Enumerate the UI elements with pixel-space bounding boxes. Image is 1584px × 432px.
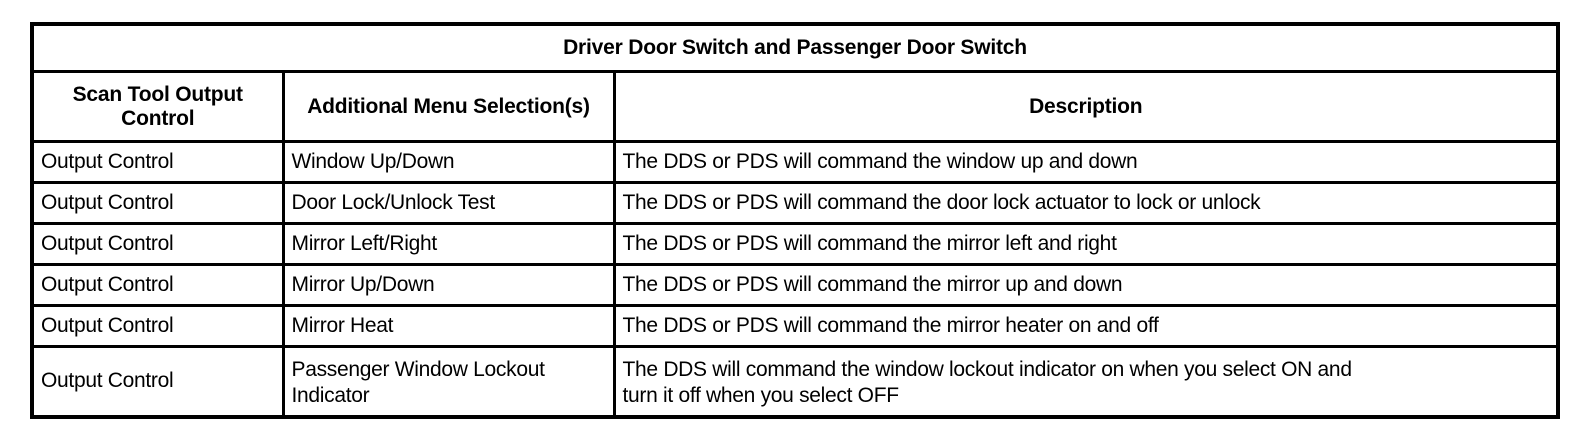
table-row: Output Control Window Up/Down The DDS or…: [32, 140, 1559, 184]
table-row: Output Control Mirror Up/Down The DDS or…: [32, 263, 1559, 307]
column-header-description: Description: [612, 70, 1559, 143]
cell-additional-menu-selection-text: Mirror Heat: [291, 314, 394, 338]
cell-description: The DDS or PDS will command the door loc…: [612, 181, 1559, 225]
cell-description-text: The DDS or PDS will command the mirror l…: [622, 232, 1117, 256]
cell-additional-menu-selection: Passenger Window Lockout Indicator: [281, 345, 616, 417]
cell-additional-menu-selection: Mirror Up/Down: [281, 263, 616, 307]
cell-scan-tool-output-control: Output Control: [32, 222, 285, 266]
table-row: Output Control Mirror Left/Right The DDS…: [32, 222, 1559, 266]
column-header-additional-menu-selections: Additional Menu Selection(s): [281, 70, 616, 143]
cell-scan-tool-output-control: Output Control: [32, 345, 285, 417]
cell-additional-menu-selection: Window Up/Down: [281, 140, 616, 184]
table-row: Output Control Mirror Heat The DDS or PD…: [32, 304, 1559, 348]
cell-scan-tool-output-control-text: Output Control: [41, 369, 174, 393]
cell-additional-menu-selection-text: Mirror Up/Down: [291, 273, 435, 297]
column-header-additional-menu-selections-label: Additional Menu Selection(s): [307, 94, 590, 118]
cell-scan-tool-output-control-text: Output Control: [41, 150, 174, 174]
cell-description: The DDS will command the window lockout …: [612, 345, 1559, 417]
scan-tool-output-control-table: Driver Door Switch and Passenger Door Sw…: [30, 22, 1561, 419]
cell-additional-menu-selection: Door Lock/Unlock Test: [281, 181, 616, 225]
cell-additional-menu-selection-text: Passenger Window Lockout Indicator: [291, 358, 545, 407]
cell-description-text: The DDS will command the window lockout …: [622, 358, 1353, 407]
cell-additional-menu-selection: Mirror Left/Right: [281, 222, 616, 266]
cell-scan-tool-output-control-text: Output Control: [41, 314, 174, 338]
cell-additional-menu-selection: Mirror Heat: [281, 304, 616, 348]
table-body: Driver Door Switch and Passenger Door Sw…: [32, 24, 1559, 417]
cell-description: The DDS or PDS will command the mirror u…: [612, 263, 1559, 307]
cell-scan-tool-output-control-text: Output Control: [41, 232, 174, 256]
table-header-row: Scan Tool Output Control Additional Menu…: [32, 70, 1559, 143]
cell-additional-menu-selection-text: Window Up/Down: [291, 150, 455, 174]
cell-description: The DDS or PDS will command the mirror l…: [612, 222, 1559, 266]
cell-scan-tool-output-control: Output Control: [32, 304, 285, 348]
table-title-row: Driver Door Switch and Passenger Door Sw…: [32, 24, 1559, 73]
cell-scan-tool-output-control-text: Output Control: [41, 273, 174, 297]
table-row: Output Control Door Lock/Unlock Test The…: [32, 181, 1559, 225]
column-header-scan-tool-output-control-label: Scan Tool Output Control: [72, 82, 243, 130]
table-title: Driver Door Switch and Passenger Door Sw…: [32, 24, 1559, 73]
table-row: Output Control Passenger Window Lockout …: [32, 345, 1559, 417]
cell-description-text: The DDS or PDS will command the door loc…: [622, 191, 1261, 215]
cell-scan-tool-output-control-text: Output Control: [41, 191, 174, 215]
cell-description-text: The DDS or PDS will command the window u…: [622, 150, 1138, 174]
cell-additional-menu-selection-text: Mirror Left/Right: [291, 232, 438, 256]
cell-description-text: The DDS or PDS will command the mirror u…: [622, 273, 1123, 297]
cell-description-text: The DDS or PDS will command the mirror h…: [622, 314, 1159, 338]
cell-scan-tool-output-control: Output Control: [32, 181, 285, 225]
column-header-description-label: Description: [1029, 94, 1143, 118]
cell-additional-menu-selection-text: Door Lock/Unlock Test: [291, 191, 496, 215]
cell-scan-tool-output-control: Output Control: [32, 140, 285, 184]
column-header-scan-tool-output-control: Scan Tool Output Control: [32, 70, 285, 143]
cell-description: The DDS or PDS will command the window u…: [612, 140, 1559, 184]
cell-description: The DDS or PDS will command the mirror h…: [612, 304, 1559, 348]
cell-scan-tool-output-control: Output Control: [32, 263, 285, 307]
